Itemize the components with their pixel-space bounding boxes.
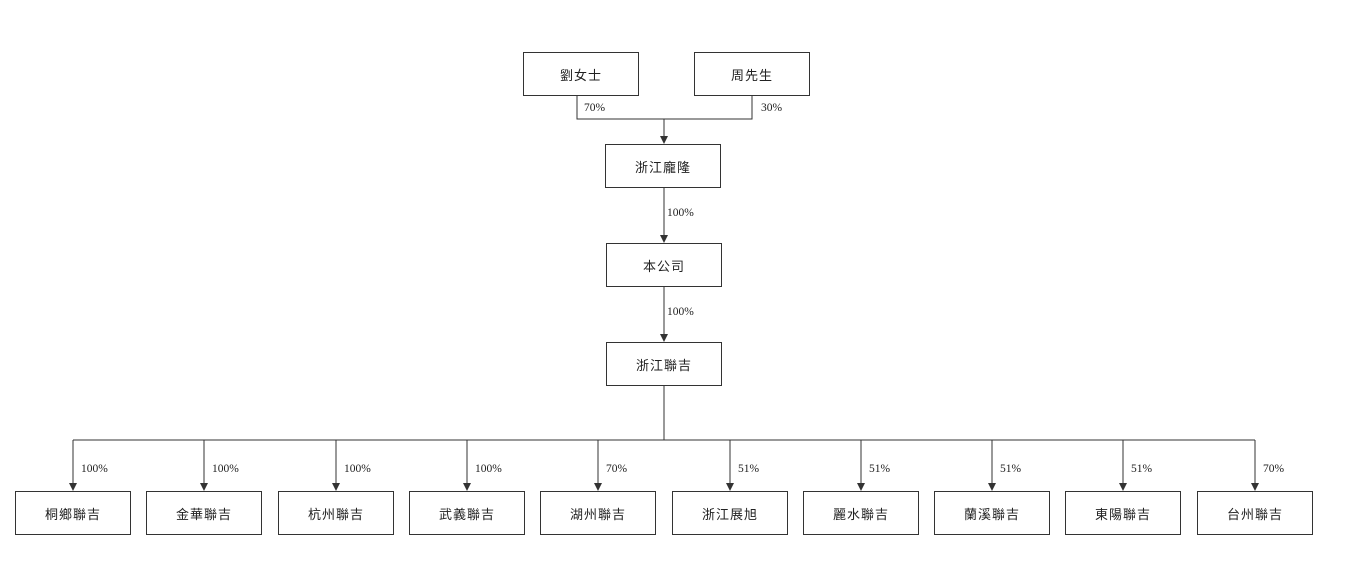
subsidiary-stake-label: 51%: [1131, 463, 1153, 475]
subsidiary-box: 蘭溪聯吉: [934, 491, 1050, 535]
subsidiary-stake-label: 51%: [738, 463, 760, 475]
subsidiary-stake-label: 100%: [212, 463, 239, 475]
subsidiary-box: 杭州聯吉: [278, 491, 394, 535]
subsidiary-box: 台州聯吉: [1197, 491, 1313, 535]
operating-company-box: 浙江聯吉: [606, 342, 722, 386]
subsidiary-stake-label: 51%: [1000, 463, 1022, 475]
stake-label-liu: 70%: [584, 102, 606, 114]
subsidiary-box: 湖州聯吉: [540, 491, 656, 535]
subsidiary-label: 麗水聯吉: [832, 507, 889, 523]
subsidiary-label: 東陽聯吉: [1094, 507, 1151, 523]
shareholder-label: 周先生: [730, 68, 773, 84]
company-label: 本公司: [642, 259, 685, 275]
operating-company-label: 浙江聯吉: [635, 358, 692, 374]
subsidiary-label: 金華聯吉: [175, 507, 232, 523]
shareholder-label: 劉女士: [559, 68, 602, 84]
subsidiary-stake-label: 70%: [606, 463, 628, 475]
subsidiary-box: 桐鄉聯吉: [15, 491, 131, 535]
company-box: 本公司: [606, 243, 722, 287]
stake-label-zhou: 30%: [761, 102, 783, 114]
subsidiary-box: 武義聯吉: [409, 491, 525, 535]
subsidiary-box: 金華聯吉: [146, 491, 262, 535]
subsidiary-stake-label: 100%: [475, 463, 502, 475]
subsidiary-stake-label: 100%: [344, 463, 371, 475]
subsidiary-label: 浙江展旭: [701, 507, 758, 523]
subsidiary-box: 浙江展旭: [672, 491, 788, 535]
stake-label-company: 100%: [667, 306, 694, 318]
subsidiary-stake-label: 51%: [869, 463, 891, 475]
holding-company-label: 浙江龐隆: [634, 160, 691, 176]
stake-label-holding: 100%: [667, 207, 694, 219]
subsidiary-label: 台州聯吉: [1226, 507, 1283, 523]
subsidiary-box: 東陽聯吉: [1065, 491, 1181, 535]
subsidiary-stake-label: 100%: [81, 463, 108, 475]
holding-company-box: 浙江龐隆: [605, 144, 721, 188]
shareholder-zhou-line: [664, 96, 753, 120]
subsidiary-label: 杭州聯吉: [307, 507, 364, 523]
shareholder-liu-line: [576, 96, 664, 120]
shareholder-box-zhou: 周先生: [694, 52, 810, 96]
shareholder-box-liu: 劉女士: [523, 52, 639, 96]
subsidiary-label: 桐鄉聯吉: [44, 507, 101, 523]
subsidiary-label: 武義聯吉: [438, 507, 495, 523]
subsidiary-box: 麗水聯吉: [803, 491, 919, 535]
subsidiary-label: 蘭溪聯吉: [963, 507, 1020, 523]
subsidiary-label: 湖州聯吉: [569, 507, 626, 523]
subsidiary-stake-label: 70%: [1263, 463, 1285, 475]
